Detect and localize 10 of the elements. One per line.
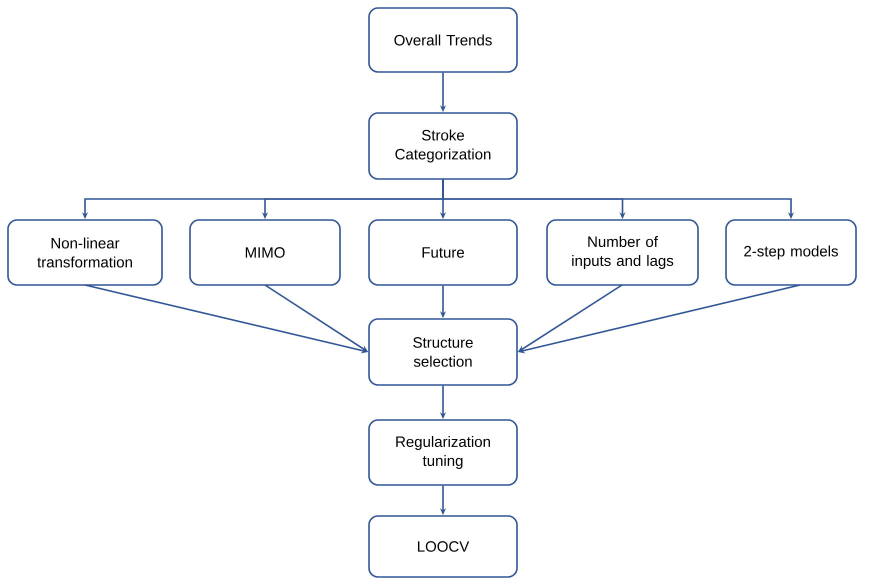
process-box: Non-linear transformation	[7, 219, 163, 286]
process-box: Stroke Categorization	[368, 112, 518, 180]
process-box: Regularization tuning	[368, 419, 518, 486]
process-box: Number of inputs and lags	[546, 219, 699, 286]
process-box: Structure selection	[368, 318, 518, 386]
process-box: Future	[368, 219, 518, 286]
process-box: LOOCV	[368, 515, 518, 578]
process-box: Overall Trends	[368, 7, 518, 73]
process-box: MIMO	[189, 219, 341, 286]
process-box: 2-step models	[725, 219, 857, 286]
